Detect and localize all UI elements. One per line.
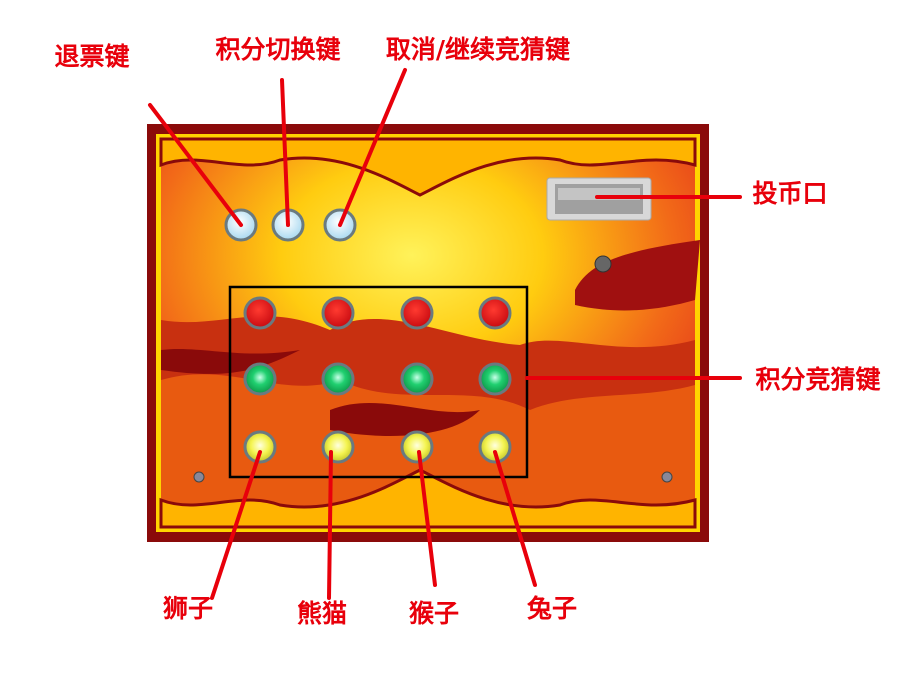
yellow-bet-button-rabbit[interactable] (478, 430, 512, 464)
red-bet-button-panda[interactable] (321, 296, 355, 330)
screw (661, 471, 673, 483)
red-bet-button-rabbit[interactable] (478, 296, 512, 330)
callout-line-panda (327, 450, 333, 600)
screw (594, 255, 612, 273)
cloud-decoration (161, 348, 480, 436)
yellow-bet-button-panda[interactable] (321, 430, 355, 464)
label-cancel-continue-key: 取消/继续竞猜键 (385, 35, 571, 64)
green-bet-button-rabbit[interactable] (478, 362, 512, 396)
label-coin-slot: 投币口 (752, 179, 828, 208)
red-bet-button-monkey[interactable] (400, 296, 434, 330)
callout-line-refund (148, 103, 243, 227)
red-bet-button-lion[interactable] (243, 296, 277, 330)
label-panda: 熊猫 (296, 599, 348, 628)
label-lion: 狮子 (162, 594, 214, 623)
callout-line-score-switch (280, 78, 290, 227)
screw (193, 471, 205, 483)
label-score-switch-key: 积分切换键 (215, 35, 341, 64)
green-bet-button-monkey[interactable] (400, 362, 434, 396)
callout-line-rabbit (493, 450, 537, 587)
label-refund-key: 退票键 (54, 42, 130, 71)
callout-line-cancel-continue (338, 68, 407, 227)
label-monkey: 猴子 (408, 599, 460, 628)
top-ornament (159, 137, 697, 197)
green-bet-button-panda[interactable] (321, 362, 355, 396)
green-bet-button-lion[interactable] (243, 362, 277, 396)
yellow-bet-button-monkey[interactable] (400, 430, 434, 464)
bet-keys-box (228, 285, 529, 479)
callout-line-monkey (417, 450, 437, 587)
cloud-decoration (575, 240, 700, 311)
label-score-bet-key: 积分竞猜键 (755, 365, 881, 394)
yellow-bet-button-lion[interactable] (243, 430, 277, 464)
callout-line-lion (210, 450, 262, 600)
label-rabbit: 兔子 (526, 594, 578, 623)
